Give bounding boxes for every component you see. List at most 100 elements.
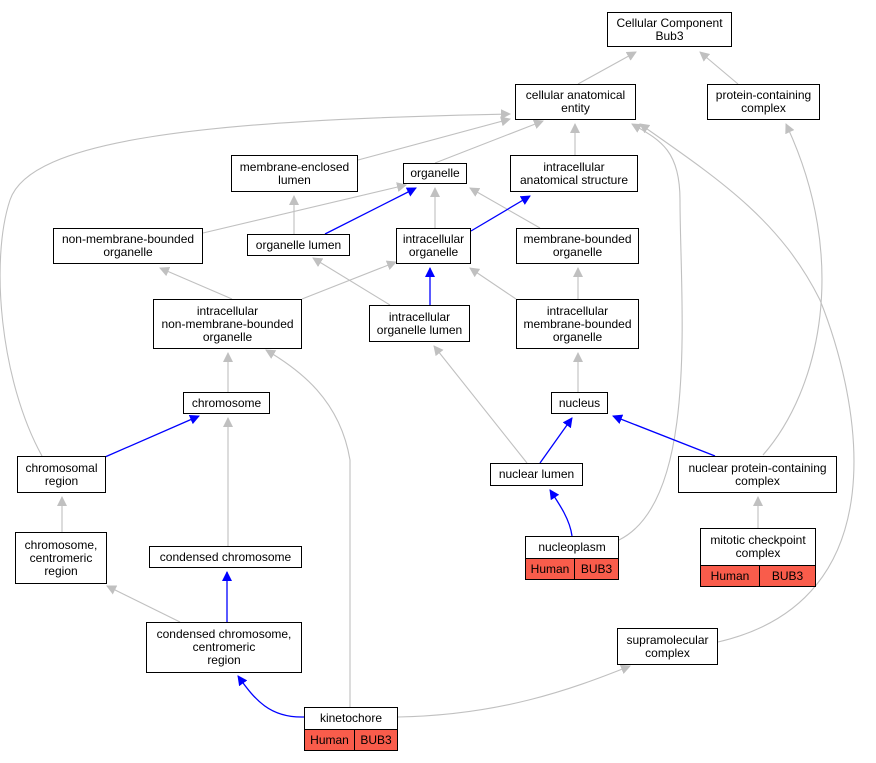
node-label-line: complex xyxy=(741,101,786,115)
is-a-edge xyxy=(265,349,351,707)
node-label-line: supramolecular xyxy=(626,632,709,647)
part-of-edge xyxy=(104,415,200,458)
node-label-line: centromeric xyxy=(192,640,256,654)
node-label-line: nucleus xyxy=(558,395,601,410)
node-label-line: membrane-bounded xyxy=(523,316,632,331)
is-a-edge xyxy=(762,123,823,456)
node-label-line: region xyxy=(44,563,78,578)
is-a-edge xyxy=(618,123,683,541)
node-label-line: organelle xyxy=(552,245,603,259)
is-a-edge xyxy=(397,664,631,718)
node-label-line: protein-containing xyxy=(715,88,812,102)
node-label-line: Cellular Component xyxy=(616,15,723,30)
part-of-edge xyxy=(539,417,573,464)
node-label-line: nucleoplasm xyxy=(538,540,606,554)
annotation-kinetochore-bub3: BUB3 xyxy=(354,729,398,751)
node-label-line: intracellular xyxy=(546,303,609,318)
node-label-line: non-membrane-bounded xyxy=(161,316,294,331)
node-label-line: nuclear lumen xyxy=(498,467,575,481)
part-of-edge xyxy=(612,414,716,457)
is-a-edge xyxy=(159,266,233,300)
node-label-line: chromosomal xyxy=(25,460,98,475)
node-condensed-chromosome[interactable]: condensed chromosome xyxy=(149,546,302,568)
node-label-line: complex xyxy=(735,473,780,488)
node-label-line: organelle xyxy=(103,245,153,259)
node-label-line: intracellular xyxy=(402,232,465,246)
node-label-line: organelle xyxy=(408,245,459,259)
annotation-nucleoplasm-bub3: BUB3 xyxy=(574,558,619,580)
node-label-line: chromosome xyxy=(191,395,262,410)
is-a-edge xyxy=(577,51,637,85)
node-label-line: Bub3 xyxy=(655,28,684,43)
is-a-edge xyxy=(357,116,511,161)
part-of-edge xyxy=(549,489,573,537)
node-label-line: region xyxy=(44,473,79,488)
node-label-line: membrane-enclosed xyxy=(239,159,350,174)
node-label-line: entity xyxy=(561,101,590,115)
node-label-line: condensed chromosome xyxy=(159,549,292,564)
node-organelle[interactable]: organelle xyxy=(403,163,467,184)
part-of-edge xyxy=(324,187,417,235)
node-label-line: organelle lumen xyxy=(376,322,463,337)
node-label-line: nuclear protein-containing xyxy=(688,460,827,475)
node-label-line: intracellular xyxy=(196,303,259,318)
is-a-edge xyxy=(639,123,855,643)
node-label-line: organelle xyxy=(202,329,253,344)
annotation-mcc-human: Human xyxy=(700,565,760,587)
node-label-line: lumen xyxy=(278,172,311,187)
is-a-edge xyxy=(699,51,739,85)
node-nucleus[interactable]: nucleus xyxy=(551,392,608,414)
node-label-line: chromosome, xyxy=(24,537,98,552)
node-organelle-lumen[interactable]: organelle lumen xyxy=(247,234,350,256)
node-label-line: anatomical structure xyxy=(519,172,629,187)
node-nucleoplasm[interactable]: nucleoplasm xyxy=(525,536,619,559)
node-label-line: intracellular xyxy=(388,309,451,324)
node-label-line: region xyxy=(207,653,241,667)
node-label-line: mitotic checkpoint xyxy=(710,533,806,547)
node-label-line: organelle xyxy=(410,166,460,180)
node-label-line: non-membrane-bounded xyxy=(61,232,195,246)
part-of-edge xyxy=(470,195,531,232)
annotation-kinetochore-human: Human xyxy=(304,729,355,751)
is-a-edge xyxy=(434,119,544,164)
is-a-edge xyxy=(433,345,528,464)
node-nuclear-lumen[interactable]: nuclear lumen xyxy=(490,463,583,486)
node-label-line: membrane-bounded xyxy=(523,232,632,246)
is-a-edge xyxy=(202,182,407,234)
annotation-nucleoplasm-human: Human xyxy=(525,558,575,580)
node-label-line: complex xyxy=(645,645,690,660)
node-label-line: organelle xyxy=(552,329,603,344)
node-label-line: organelle lumen xyxy=(255,237,342,252)
part-of-edge xyxy=(237,675,305,718)
annotation-mcc-bub3: BUB3 xyxy=(759,565,816,587)
is-a-edge xyxy=(312,257,391,306)
node-label-line: complex xyxy=(735,546,781,560)
node-label-line: condensed chromosome, xyxy=(156,627,292,641)
node-label-line: intracellular xyxy=(543,159,605,174)
is-a-edge xyxy=(469,267,517,300)
is-a-edge xyxy=(106,585,181,623)
node-chromosome[interactable]: chromosome xyxy=(183,392,270,414)
node-label-line: centromeric xyxy=(29,550,93,565)
node-kinetochore[interactable]: kinetochore xyxy=(304,707,398,730)
node-label-line: cellular anatomical xyxy=(525,88,626,102)
is-a-edge xyxy=(0,109,511,457)
